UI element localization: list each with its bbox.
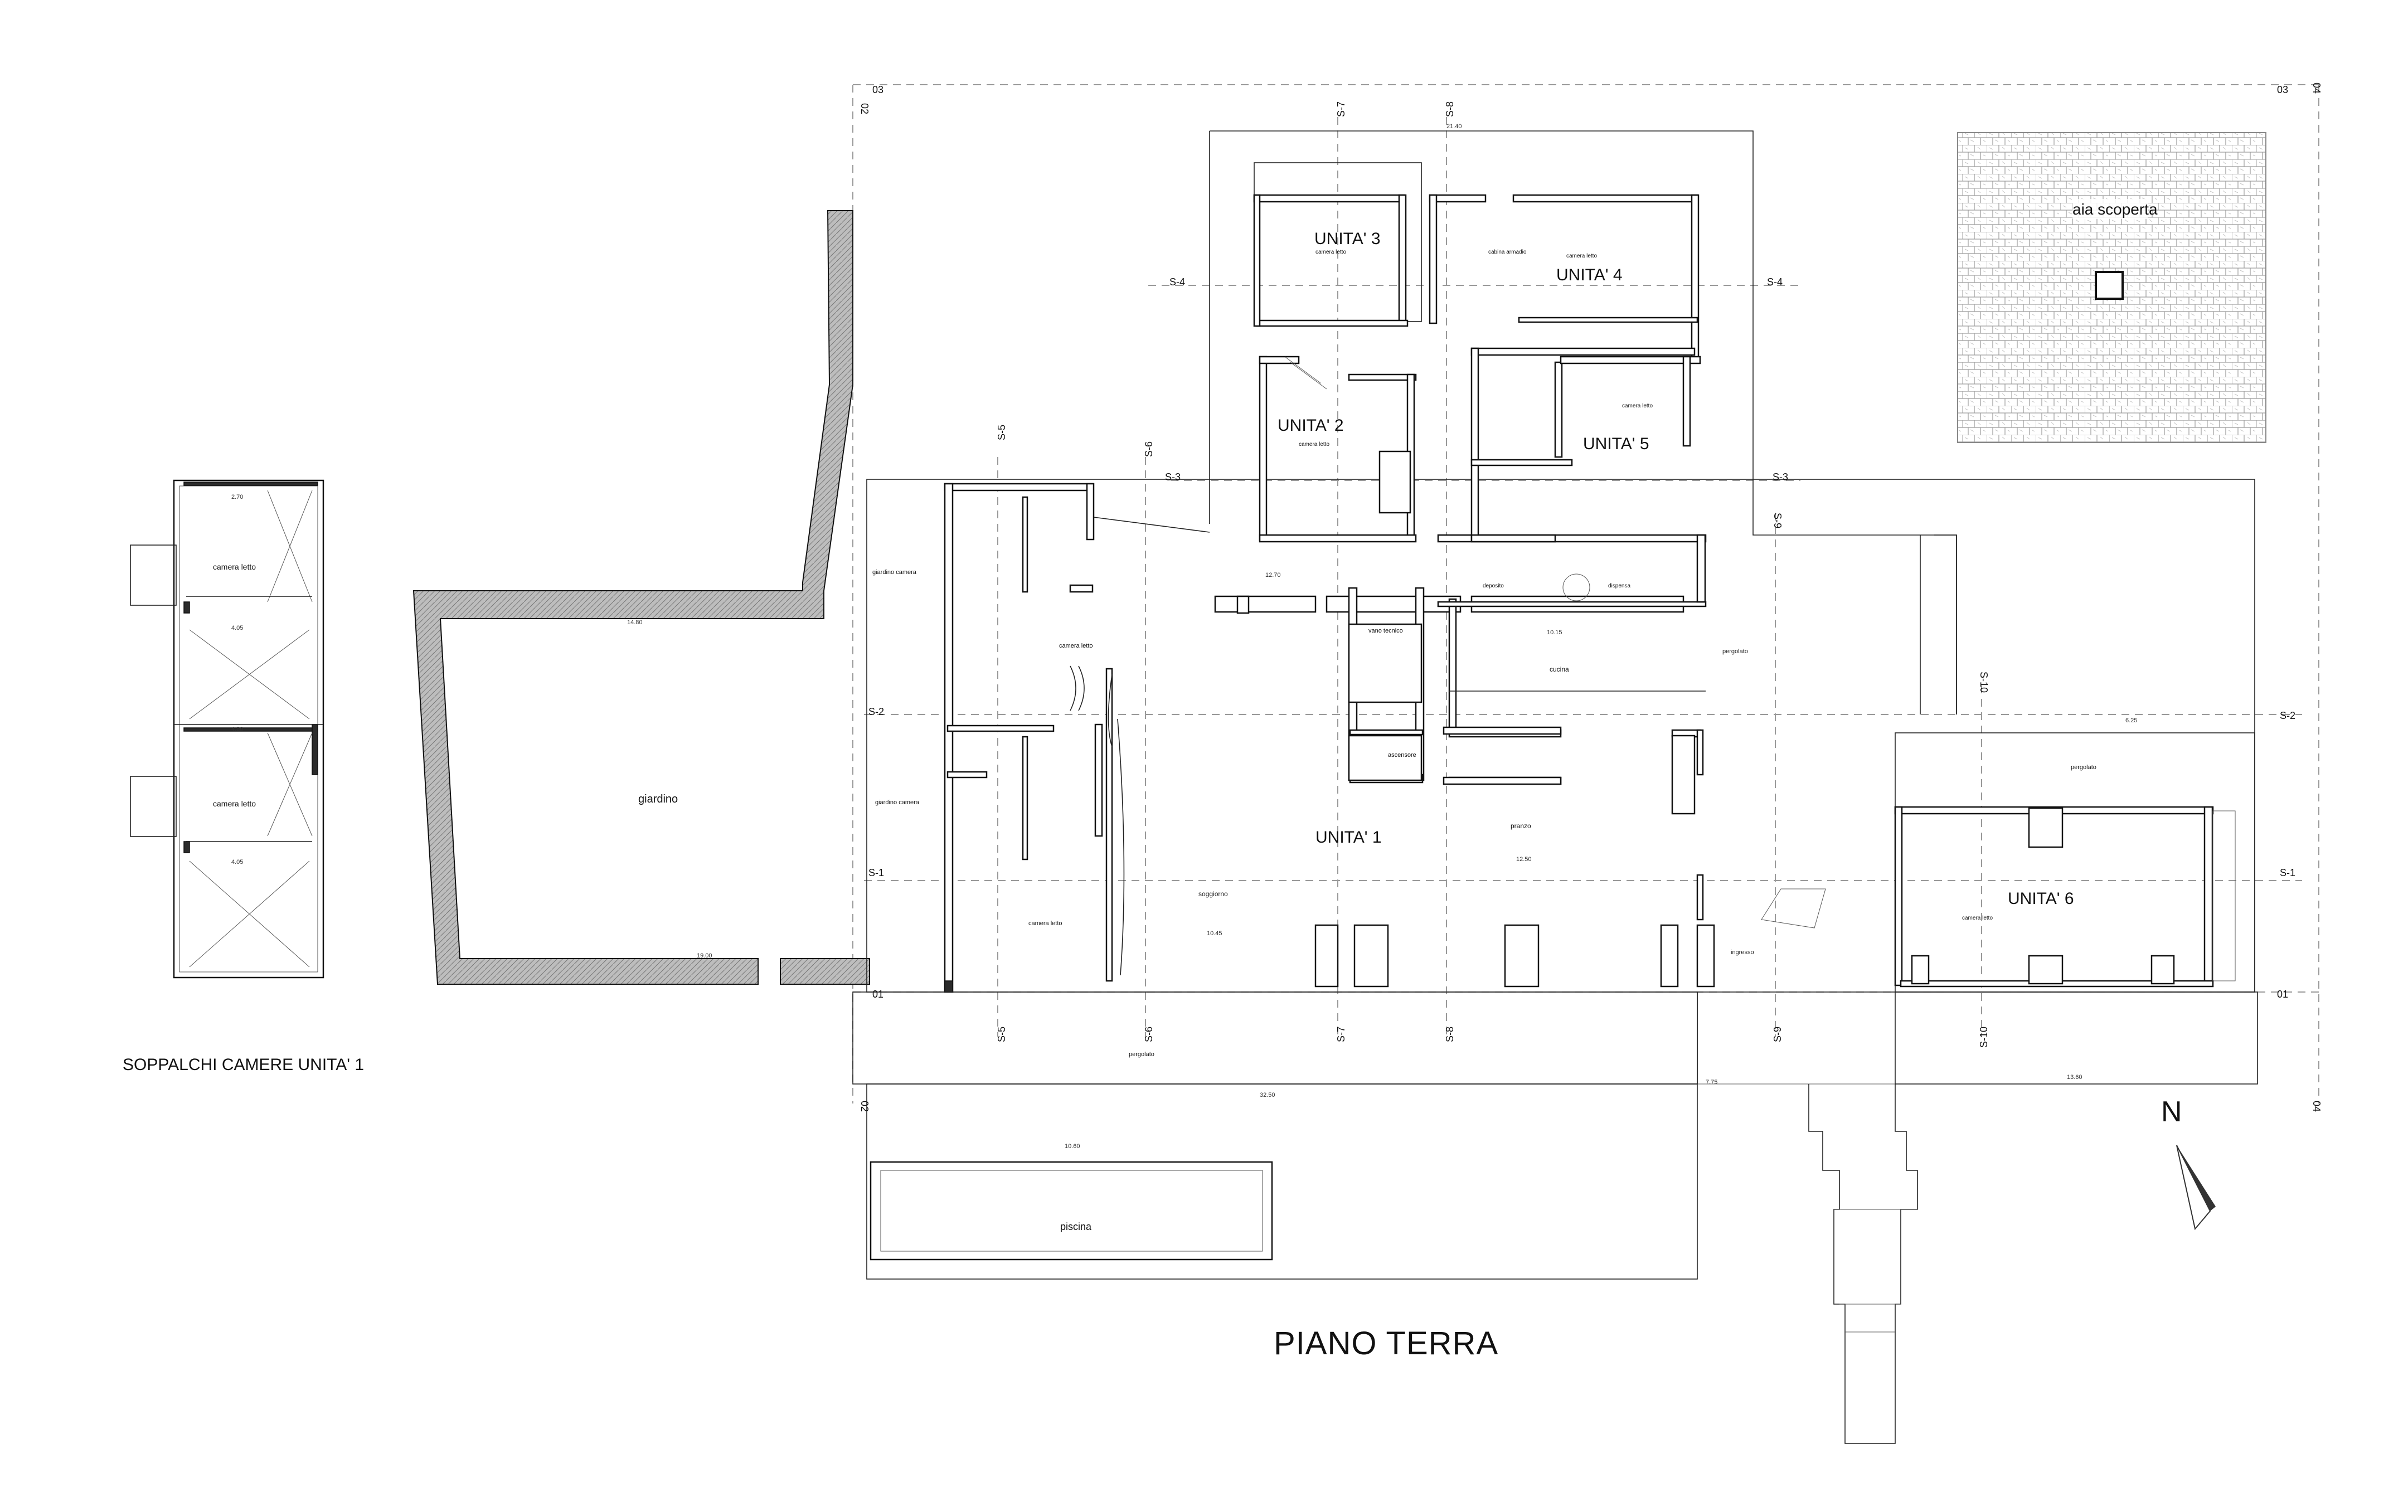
grid-labels: 03 03 01 01 02 02 04 04 xyxy=(859,82,2322,1112)
mezzanine-title: SOPPALCHI CAMERE UNITA' 1 xyxy=(123,1056,364,1074)
room-label-cabina: cabina armadio xyxy=(1488,249,1527,255)
north-label: N xyxy=(2161,1096,2182,1128)
room-label-camera-u2: camera letto xyxy=(1299,441,1329,448)
dim-dining: 12.50 xyxy=(1516,856,1532,863)
dim-kitchen: 10.15 xyxy=(1547,629,1562,636)
grid-label-01: 01 xyxy=(872,989,883,1000)
section-s9-top: S-9 xyxy=(1772,513,1783,528)
grid-label-03b: 03 xyxy=(2277,84,2288,95)
room-label-pergolato-1: pergolato xyxy=(1722,648,1748,655)
section-s7-top: S-7 xyxy=(1336,101,1347,117)
dim-top: 21.40 xyxy=(1446,123,1462,130)
section-s6-bottom: S-6 xyxy=(1143,1027,1154,1042)
room-label-dispensa: dispensa xyxy=(1608,583,1630,589)
section-s6-top: S-6 xyxy=(1143,441,1154,457)
room-label-pergolato-3: pergolato xyxy=(2071,764,2096,771)
garden-enclosure: giardino 14.80 19.00 xyxy=(412,210,870,985)
room-label-soggiorno: soggiorno xyxy=(1198,890,1228,898)
north-arrow: N xyxy=(2161,1096,2216,1231)
section-s5-bottom: S-5 xyxy=(996,1027,1007,1042)
aia-scoperta: aia scoperta xyxy=(1957,132,2266,443)
mezzanine-plan: camera letto camera letto 2.70 4.05 4.80… xyxy=(123,479,364,1074)
grid-label-03: 03 xyxy=(872,84,883,95)
unit-6: UNITA' 6 camera letto pergolato xyxy=(1761,732,2255,993)
dim-living: 10.45 xyxy=(1207,930,1222,937)
section-s10-bottom: S-10 xyxy=(1978,1027,1989,1048)
svg-text:2.70: 2.70 xyxy=(231,494,243,500)
section-s2-right: S-2 xyxy=(2280,710,2295,721)
grid-label-02: 02 xyxy=(859,103,870,114)
svg-text:4.05: 4.05 xyxy=(231,625,243,631)
section-s9-bottom: S-9 xyxy=(1772,1027,1783,1042)
unit-1-label: UNITA' 1 xyxy=(1315,828,1382,847)
room-label-camera-u1a: camera letto xyxy=(1059,643,1093,649)
room-label-ingresso: ingresso xyxy=(1731,949,1754,956)
room-label-piscina: piscina xyxy=(1060,1221,1092,1232)
drawing-title: PIANO TERRA xyxy=(1274,1325,1498,1362)
unit-6-label: UNITA' 6 xyxy=(2008,889,2074,908)
room-label-deposito: deposito xyxy=(1483,583,1504,589)
section-s10-top: S-10 xyxy=(1978,672,1989,693)
section-s8-bottom: S-8 xyxy=(1444,1027,1455,1042)
room-label-ascensore: ascensore xyxy=(1388,752,1416,759)
dimension-labels: 21.40 12.70 10.15 12.50 10.45 7.75 13.60… xyxy=(1207,123,2137,1086)
aia-label: aia scoperta xyxy=(2072,201,2158,218)
dim-pergola: 6.25 xyxy=(2125,717,2137,724)
dim-terrace: 32.50 xyxy=(1260,1092,1275,1098)
main-building: vano tecnico ascensore cucina pranzo sog… xyxy=(866,130,2255,1058)
section-s4-left: S-4 xyxy=(1169,276,1185,288)
room-label-pergolato-2: pergolato xyxy=(1129,1051,1154,1058)
room-label-cucina: cucina xyxy=(1550,665,1569,673)
room-label-camera-u5: camera letto xyxy=(1622,403,1653,409)
room-label-vano-tecnico: vano tecnico xyxy=(1368,628,1403,634)
upper-units: UNITA' 3 camera letto cabina armadio UNI… xyxy=(1253,162,1701,601)
mezz-room-label-1: camera letto xyxy=(213,562,256,571)
unit-3-label: UNITA' 3 xyxy=(1314,230,1381,248)
section-markers: S-4 S-4 S-3 S-3 S-2 S-2 S-1 S-1 S-5 S-5 … xyxy=(868,101,2295,1048)
dim-pool: 10.60 xyxy=(1065,1143,1080,1150)
dim-mid: 12.70 xyxy=(1265,572,1281,578)
section-s8-top: S-8 xyxy=(1444,101,1455,117)
grid-label-04b: 04 xyxy=(2311,1101,2322,1112)
svg-text:4.80: 4.80 xyxy=(231,726,243,733)
room-label-pranzo: pranzo xyxy=(1511,822,1531,830)
grid-label-04: 04 xyxy=(2311,82,2322,94)
grid-label-01b: 01 xyxy=(2277,989,2288,1000)
dim-entry: 7.75 xyxy=(1706,1079,1717,1086)
room-label-giardino: giardino xyxy=(638,793,678,805)
section-s7-bottom: S-7 xyxy=(1336,1027,1347,1042)
exterior: piscina 10.60 32.50 xyxy=(852,534,2258,1444)
section-s1-right: S-1 xyxy=(2280,867,2295,878)
section-s3-left: S-3 xyxy=(1165,471,1181,483)
room-label-giardino-camera-1: giardino camera xyxy=(872,569,917,576)
room-label-camera-u3: camera letto xyxy=(1315,249,1346,255)
room-label-giardino-camera-2: giardino camera xyxy=(875,799,920,806)
dim-garden-top: 14.80 xyxy=(627,619,643,626)
section-s4-right: S-4 xyxy=(1767,276,1783,288)
room-label-camera-u6: camera letto xyxy=(1962,915,1993,921)
section-s1-left: S-1 xyxy=(868,867,884,878)
room-label-camera-u4: camera letto xyxy=(1566,253,1597,259)
section-s5-top: S-5 xyxy=(996,425,1007,440)
grid-label-02b: 02 xyxy=(859,1101,870,1112)
dim-unit6: 13.60 xyxy=(2067,1074,2082,1081)
mezz-room-label-2: camera letto xyxy=(213,799,256,808)
room-label-camera-u1b: camera letto xyxy=(1028,920,1062,927)
svg-text:4.05: 4.05 xyxy=(231,859,243,866)
unit-2-label: UNITA' 2 xyxy=(1278,416,1344,435)
section-s2-left: S-2 xyxy=(868,706,884,717)
unit-4-label: UNITA' 4 xyxy=(1556,266,1623,284)
dim-garden-bottom: 19.00 xyxy=(697,952,712,959)
unit-5-label: UNITA' 5 xyxy=(1583,435,1649,453)
section-s3-right: S-3 xyxy=(1773,471,1788,483)
